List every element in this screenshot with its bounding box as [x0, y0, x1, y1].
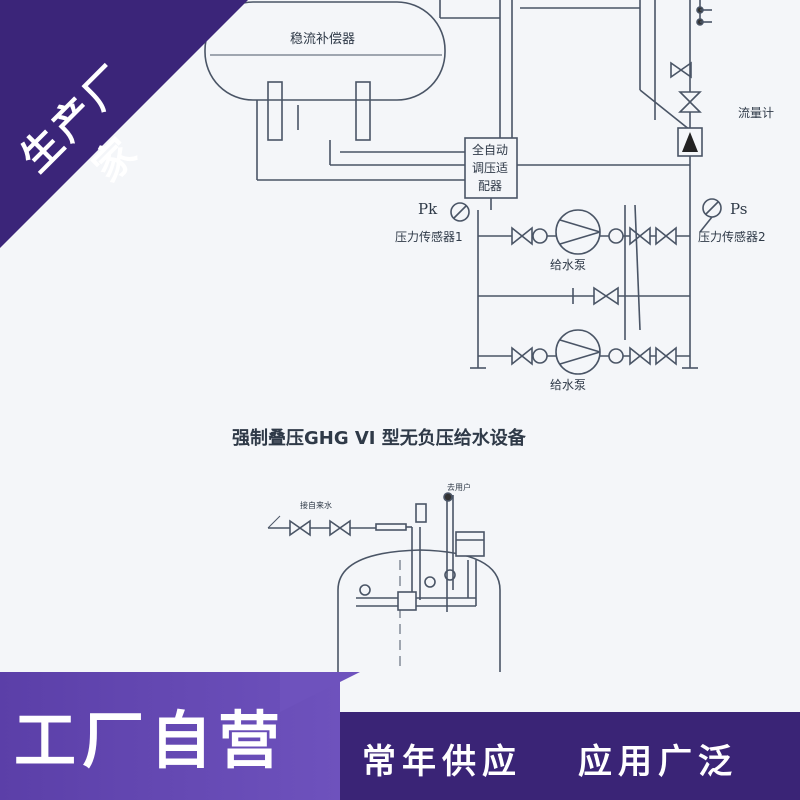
corner-tag: 生产厂家: [0, 0, 250, 250]
pump-bottom-label: 给水泵: [550, 378, 587, 392]
from-main-label: 接自来水: [300, 501, 332, 510]
pump-bottom: [555, 329, 601, 375]
ps-label: Ps: [730, 200, 748, 218]
pump-top-label: 给水泵: [550, 258, 587, 272]
controller-label-1: 全自动: [472, 143, 509, 157]
pump-top: [555, 209, 601, 255]
sensor2-label: 压力传感器2: [698, 230, 766, 244]
banner-tag-2: 应用广泛: [578, 742, 738, 782]
diagram-caption: 强制叠压GHG VI 型无负压给水设备: [232, 428, 526, 449]
to-user-label: 去用户: [447, 483, 471, 492]
banner-main-text: 工厂自营: [14, 704, 287, 777]
banner-tag-1: 常年供应: [362, 742, 522, 782]
compensator-label: 稳流补偿器: [290, 32, 356, 47]
controller-label-2: 调压适: [472, 161, 509, 175]
sensor1-label: 压力传感器1: [395, 230, 463, 244]
flowmeter-label: 流量计: [738, 106, 775, 120]
bottom-banner: 工厂自营 常年供应 应用广泛: [0, 672, 800, 800]
controller-label-3: 配器: [478, 179, 503, 193]
pk-label: Pk: [418, 200, 438, 218]
